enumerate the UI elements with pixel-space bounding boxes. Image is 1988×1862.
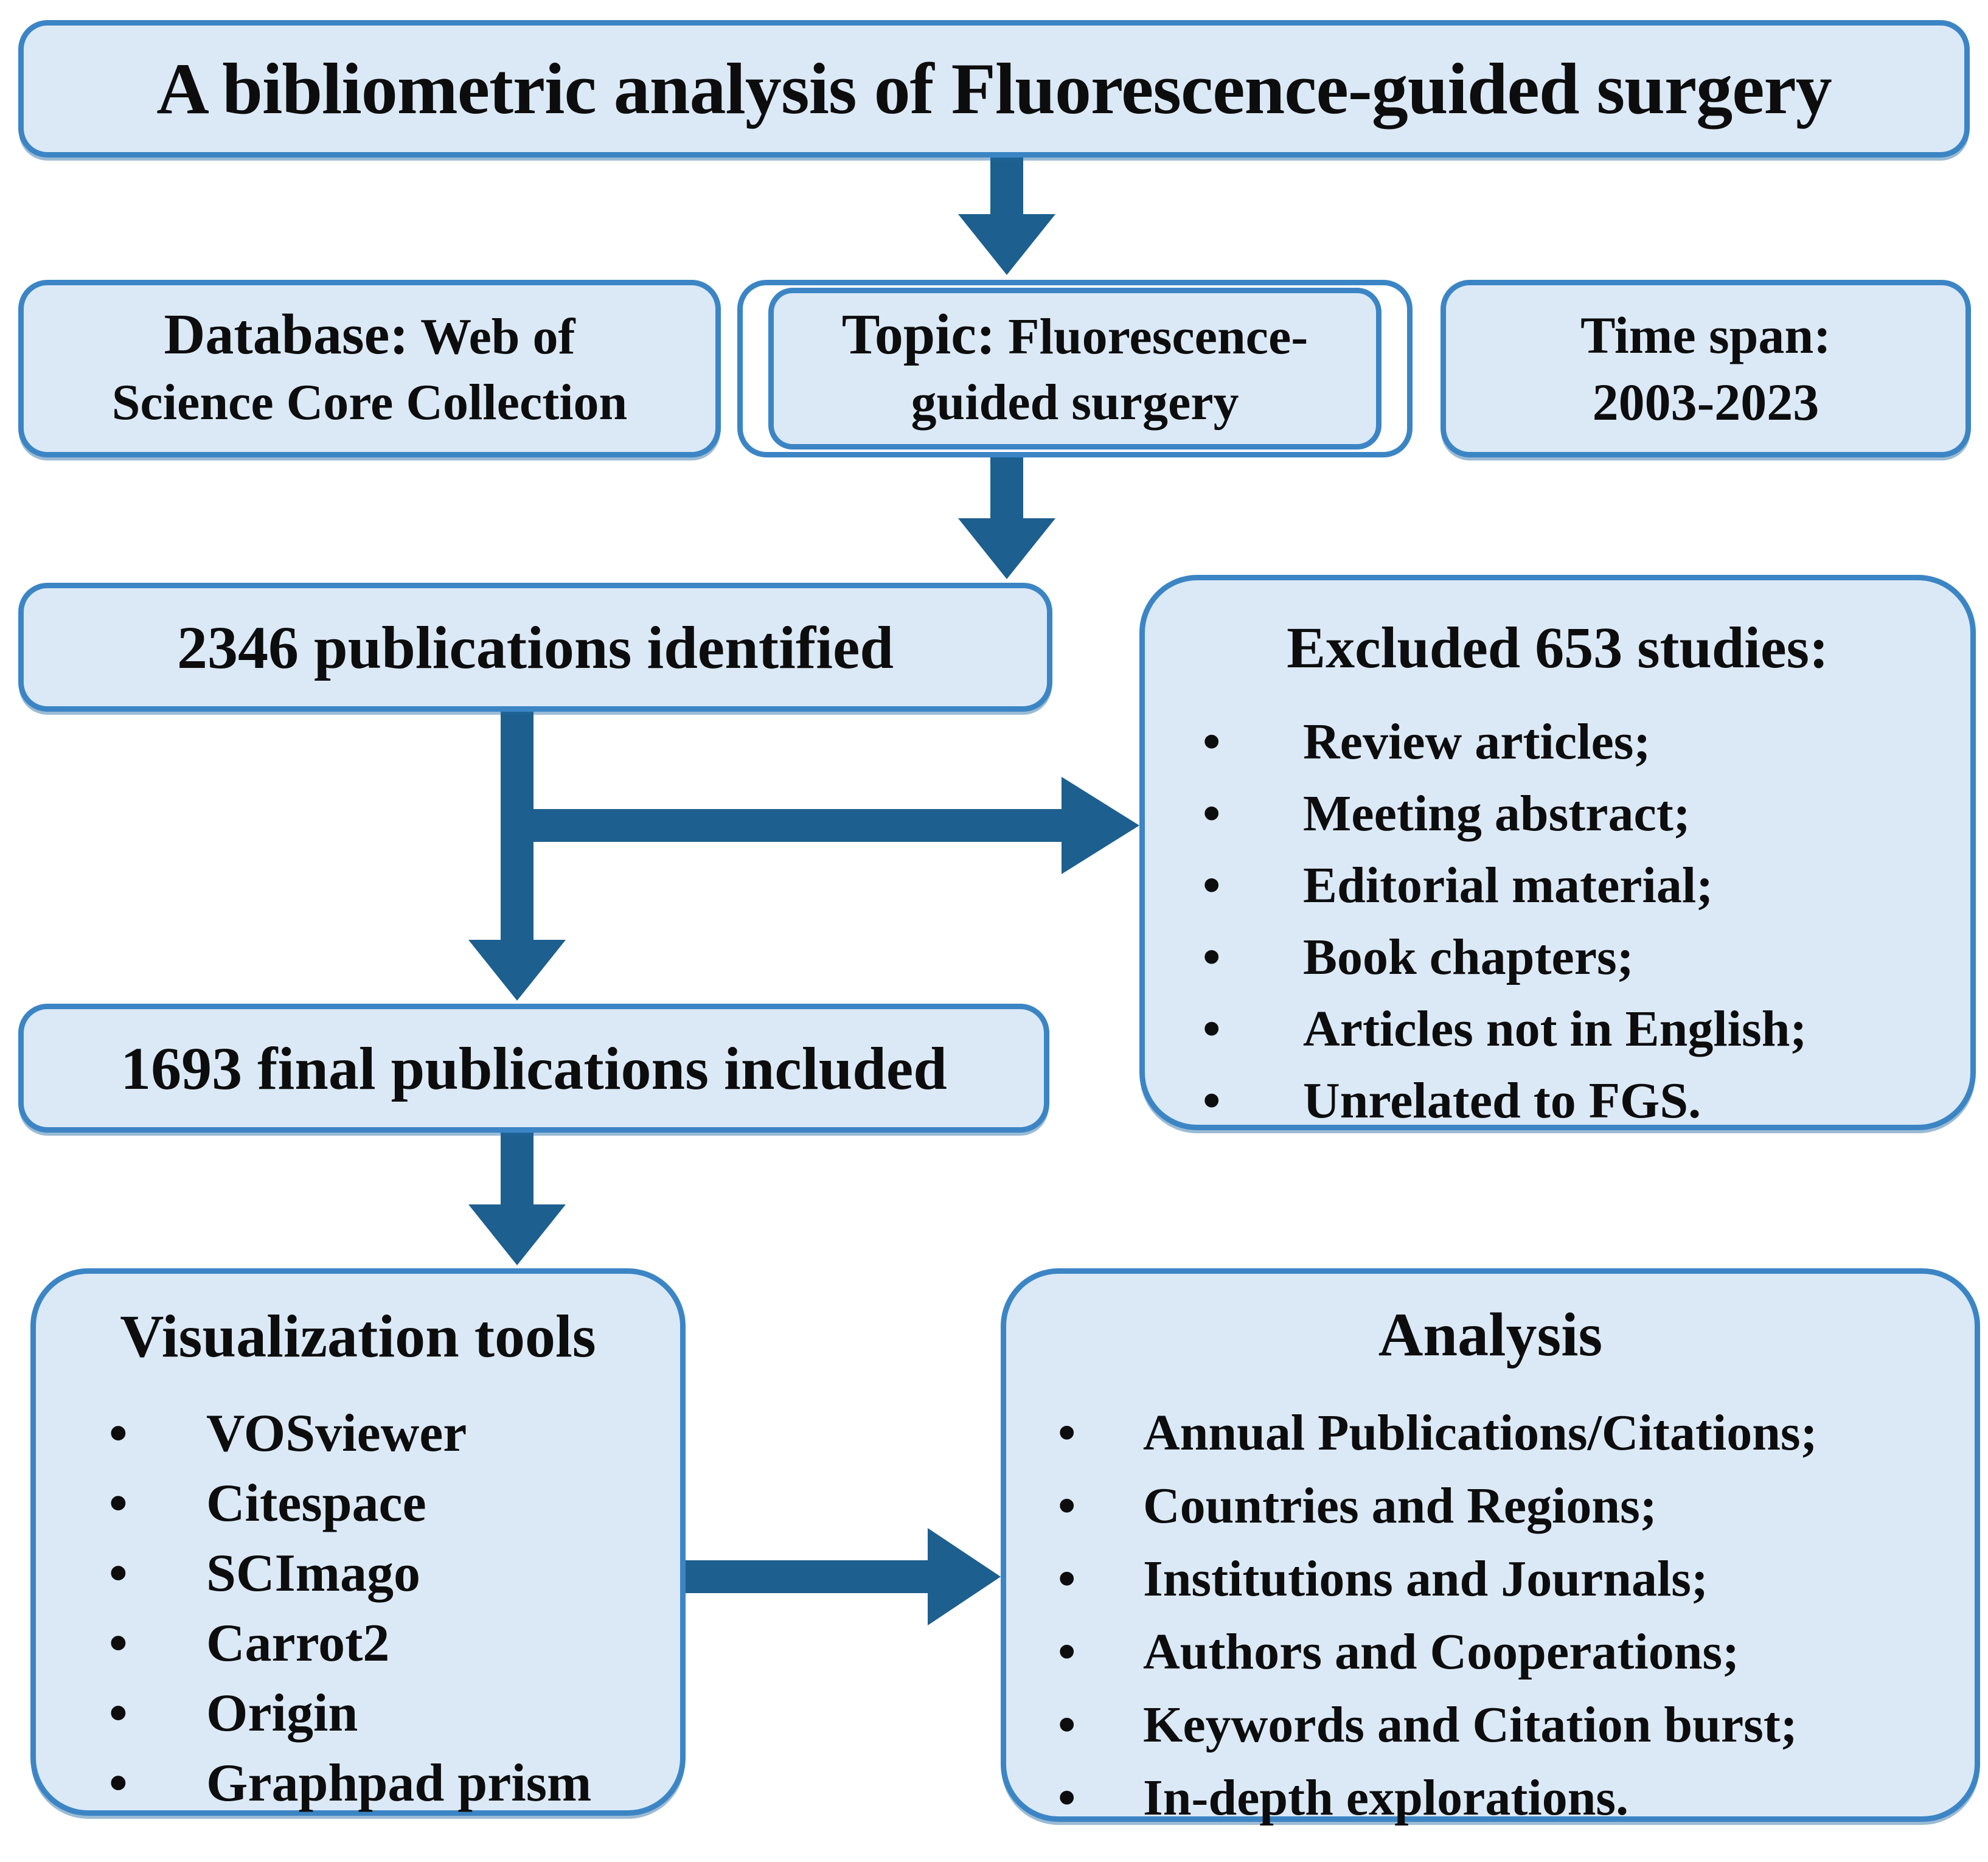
arrow-topic-to-identified (958, 456, 1055, 579)
included-text: 1693 final publications included (120, 1034, 947, 1102)
timespan-line2: 2003-2023 (1592, 373, 1819, 431)
bullet-icon: • (109, 1404, 128, 1463)
arrow-branch-to-excluded (501, 777, 1139, 874)
excluded-item-text: Review articles; (1303, 713, 1651, 770)
bullet-icon: • (1058, 1550, 1076, 1607)
analysis-item-text: Countries and Regions; (1143, 1477, 1657, 1534)
list-item: • Carrot2 (36, 1608, 680, 1678)
analysis-item-text: Authors and Cooperations; (1143, 1623, 1740, 1680)
topic-line1: Topic: Fluorescence- (842, 302, 1308, 370)
bullet-icon: • (1058, 1404, 1076, 1461)
bullet-icon: • (1203, 856, 1221, 914)
bullet-icon: • (1058, 1696, 1076, 1753)
list-item: • Meeting abstract; (1145, 777, 1970, 849)
list-item: • Book chapters; (1145, 921, 1970, 993)
tools-box: Visualization tools • VOSviewer • Citespac… (30, 1268, 686, 1816)
database-label: Database: (164, 303, 409, 366)
bullet-icon: • (1203, 1072, 1221, 1129)
arrow-included-to-tools (468, 1133, 566, 1265)
analysis-title: Analysis (1378, 1301, 1603, 1369)
title-box: A bibliometric analysis of Fluorescence-… (18, 20, 1970, 158)
list-item: • SCImago (36, 1538, 680, 1608)
bullet-icon: • (109, 1544, 128, 1603)
bullet-icon: • (109, 1474, 128, 1533)
list-item: • Keywords and Citation burst; (1006, 1688, 1975, 1761)
bullet-icon: • (109, 1754, 128, 1813)
included-box: 1693 final publications included (18, 1004, 1049, 1133)
database-line2: Science Core Collection (111, 374, 628, 431)
bullet-icon: • (1203, 928, 1221, 985)
arrow-tools-to-analysis (686, 1528, 1001, 1625)
bullet-icon: • (1203, 1000, 1221, 1057)
list-item: • Annual Publications/Citations; (1006, 1396, 1975, 1469)
topic-label: Topic: (841, 303, 996, 366)
database-box: Database: Web of Science Core Collection (18, 280, 721, 457)
page-title: A bibliometric analysis of Fluorescence-… (156, 48, 1832, 129)
excluded-item-text: Meeting abstract; (1303, 785, 1691, 842)
list-item: • Review articles; (1145, 706, 1970, 777)
list-item: • Editorial material; (1145, 849, 1970, 921)
bullet-icon: • (1203, 785, 1221, 842)
identified-text: 2346 publications identified (177, 613, 894, 681)
excluded-box: Excluded 653 studies: •Review articles; … (1139, 575, 1976, 1130)
timespan-box: Time span: 2003-2023 (1441, 280, 1971, 457)
arrow-title-to-parameters (958, 157, 1055, 275)
bullet-icon: • (1203, 713, 1221, 770)
analysis-list: • Annual Publications/Citations; • Countri… (1006, 1396, 1975, 1834)
list-item: • Institutions and Journals; (1006, 1542, 1975, 1615)
database-line1: Database: Web of (164, 302, 575, 370)
database-line1-rest: Web of (408, 308, 575, 365)
list-item: • Citespace (36, 1468, 680, 1538)
tools-item-text: Origin (206, 1684, 358, 1743)
excluded-title: Excluded 653 studies: (1287, 615, 1829, 680)
tools-item-text: Carrot2 (206, 1614, 390, 1673)
arrow-identified-to-included (468, 712, 566, 1001)
topic-box: Topic: Fluorescence- guided surgery (768, 288, 1382, 450)
analysis-item-text: In-depth explorations. (1143, 1769, 1629, 1826)
list-item: • Unrelated to FGS. (1145, 1065, 1970, 1136)
tools-item-text: Graphpad prism (206, 1754, 592, 1813)
excluded-list: • Review articles; • Meeting abstract; • Ed… (1145, 706, 1970, 1136)
analysis-item-text: Annual Publications/Citations; (1143, 1404, 1818, 1461)
analysis-item-text: Institutions and Journals; (1143, 1550, 1708, 1607)
bullet-icon: • (109, 1684, 128, 1743)
list-item: • In-depth explorations. (1006, 1761, 1975, 1834)
bullet-icon: • (1058, 1623, 1076, 1680)
topic-line2: guided surgery (911, 374, 1239, 431)
list-item: • Countries and Regions; (1006, 1469, 1975, 1542)
analysis-item-text: Keywords and Citation burst; (1143, 1696, 1798, 1753)
tools-item-text: VOSviewer (206, 1404, 467, 1463)
tools-title: Visualization tools (120, 1302, 596, 1370)
excluded-item-text: Articles not in English; (1303, 1000, 1807, 1057)
tools-list: •VOSviewer •Citespace •SCImago •Carrot2 … (36, 1398, 680, 1818)
bullet-icon: • (1058, 1769, 1076, 1826)
bullet-icon: • (109, 1614, 128, 1673)
list-item: • Authors and Cooperations; (1006, 1615, 1975, 1688)
list-item: • VOSviewer (36, 1398, 680, 1468)
topic-line1-rest: Fluorescence- (995, 308, 1309, 365)
list-item: • Articles not in English; (1145, 993, 1970, 1065)
analysis-box: Analysis • Annual Publications/Citations;… (1001, 1268, 1980, 1826)
list-item: • Origin (36, 1678, 680, 1748)
timespan-line1: Time span: (1580, 306, 1831, 364)
list-item: • Graphpad prism (36, 1748, 680, 1818)
tools-item-text: SCImago (206, 1544, 421, 1603)
excluded-item-text: Unrelated to FGS. (1303, 1072, 1701, 1129)
identified-box: 2346 publications identified (18, 583, 1052, 712)
excluded-item-text: Editorial material; (1303, 856, 1714, 914)
excluded-item-text: Book chapters; (1303, 928, 1634, 985)
bullet-icon: • (1058, 1477, 1076, 1534)
topic-box-outer-frame: Topic: Fluorescence- guided surgery (737, 280, 1413, 457)
tools-item-text: Citespace (206, 1474, 426, 1533)
